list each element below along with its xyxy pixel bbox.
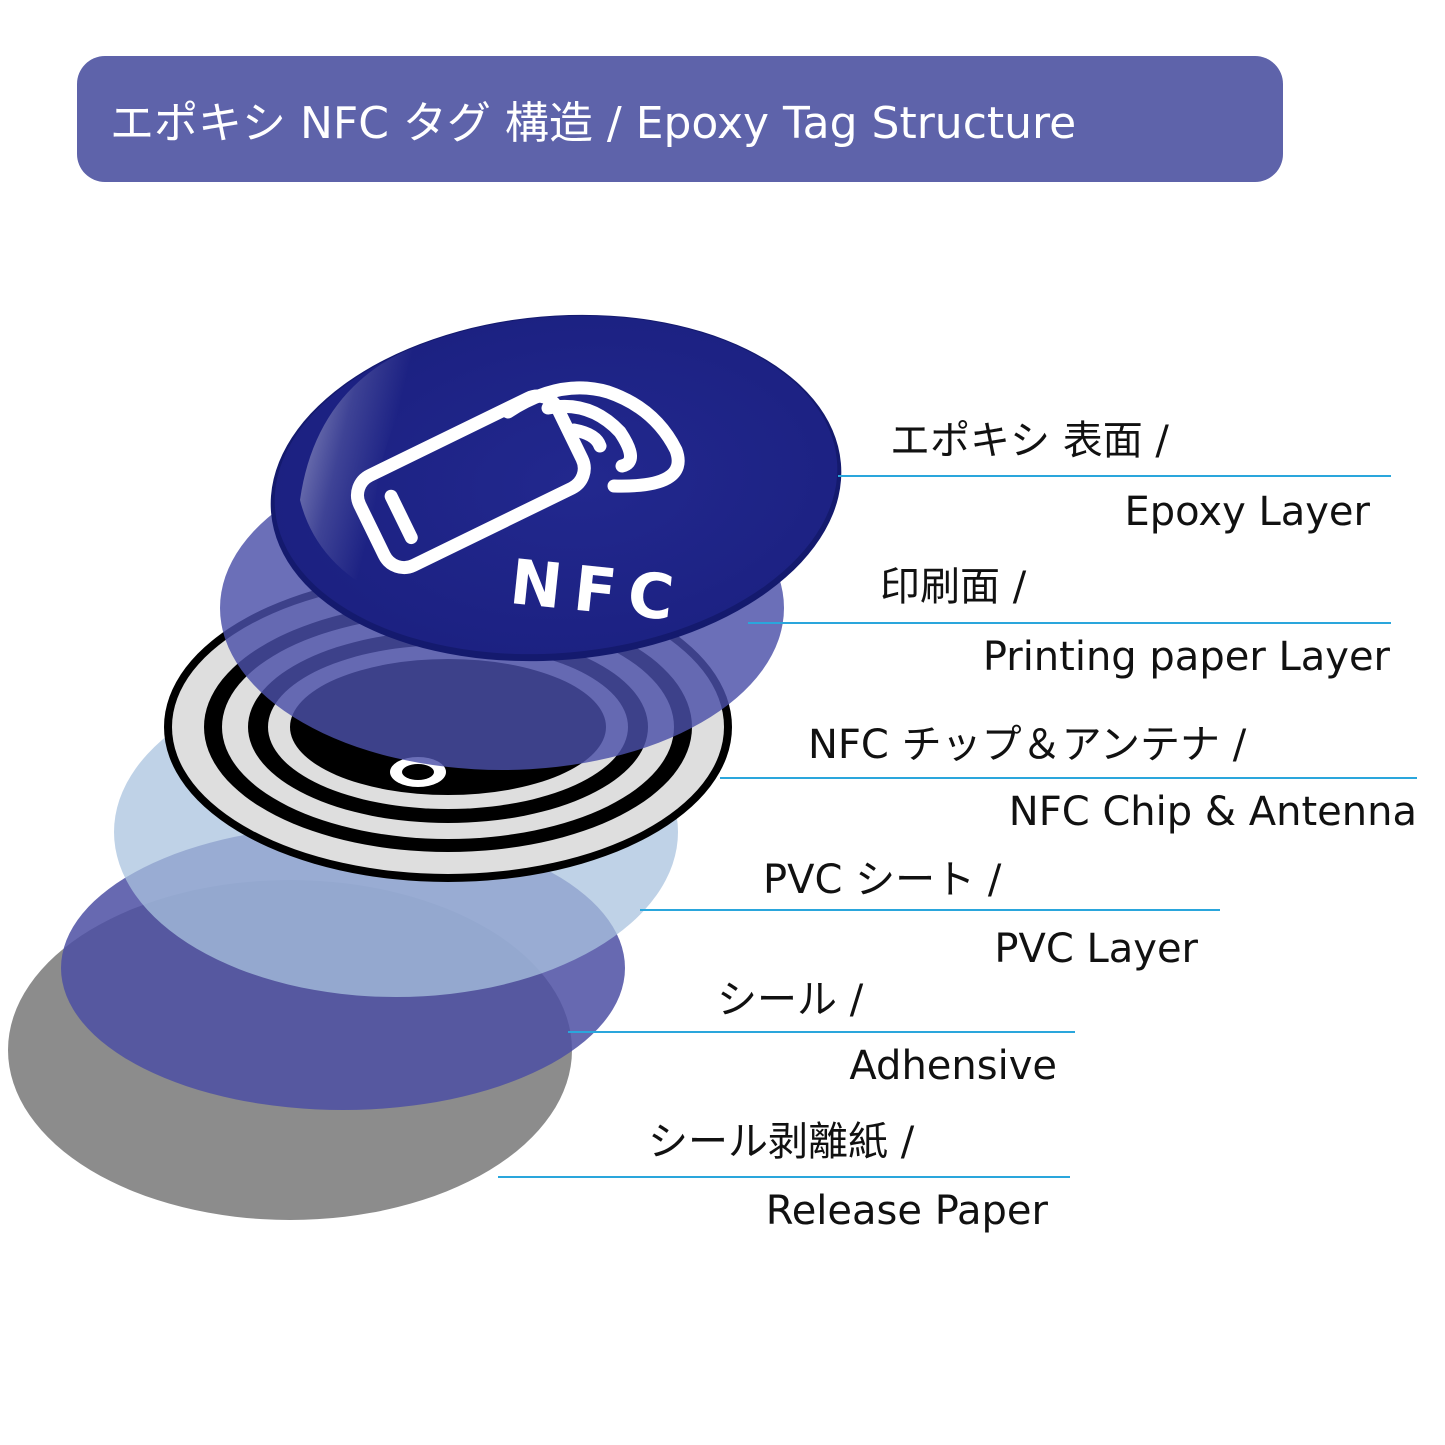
leader-line-adhesive	[568, 1031, 1075, 1033]
leader-line-epoxy	[838, 475, 1391, 477]
title-banner: エポキシ NFC タグ 構造 / Epoxy Tag Structure	[77, 56, 1283, 182]
label-antenna-jp: NFC チップ＆アンテナ /	[808, 722, 1247, 768]
label-printing-jp: 印刷面 /	[880, 564, 1027, 610]
label-antenna-en: NFC Chip & Antenna	[1008, 789, 1417, 835]
label-adhesive-jp: シール /	[717, 977, 864, 1023]
label-pvc-jp: PVC シート /	[763, 857, 1002, 903]
page-title: エポキシ NFC タグ 構造 / Epoxy Tag Structure	[110, 98, 1077, 149]
label-printing-en: Printing paper Layer	[982, 634, 1390, 680]
leader-line-printing	[748, 622, 1391, 624]
label-release-en: Release Paper	[765, 1188, 1048, 1234]
label-release-jp: シール剥離紙 /	[648, 1119, 915, 1165]
leader-line-antenna	[720, 777, 1417, 779]
phone-nfc-icon	[351, 381, 685, 575]
leader-line-pvc	[640, 909, 1220, 911]
epoxy-disc: NFC	[270, 314, 842, 662]
label-epoxy-en: Epoxy Layer	[1124, 489, 1371, 535]
label-epoxy-jp: エポキシ 表面 /	[890, 418, 1169, 464]
label-pvc-en: PVC Layer	[994, 926, 1198, 972]
label-adhesive-en: Adhensive	[849, 1043, 1057, 1089]
leader-line-release	[498, 1176, 1070, 1178]
